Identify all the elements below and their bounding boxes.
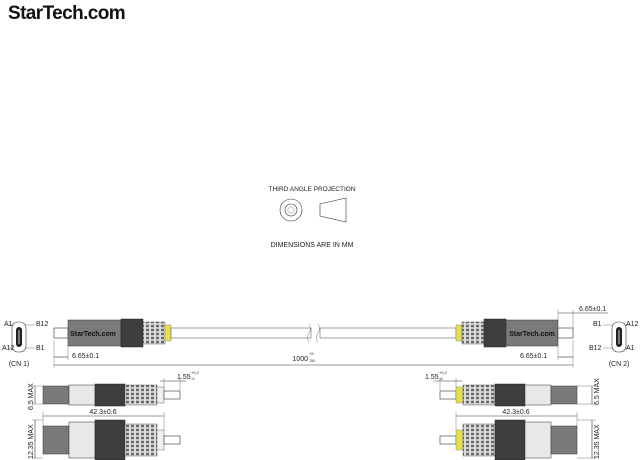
- right-plug-brand: StarTech.com: [509, 331, 555, 338]
- cn1-pin-a12: A12: [2, 345, 15, 352]
- dim-width-right: 12.35 MAX: [594, 424, 601, 459]
- dim-step-left-tol-lower: -0: [191, 376, 195, 381]
- left-plug-assembly: [53, 318, 172, 348]
- cn1-face-view: [8, 321, 35, 353]
- cn2-face-view: [603, 321, 630, 353]
- dim-plug-length-left: 6.65±0.1: [72, 353, 99, 360]
- cn2-pin-b1: B1: [593, 321, 602, 328]
- cn1-label: (CN 1): [9, 361, 30, 368]
- dim-step-right: 1.55: [425, 374, 439, 381]
- projection-cone-icon: [319, 197, 347, 223]
- dim-cable-length: 1000: [292, 356, 308, 363]
- cn1-pin-a1: A1: [4, 321, 13, 328]
- dim-thickness-left: 6.5 MAX: [28, 383, 35, 410]
- dim-step-right-tol-lower: -0: [439, 376, 443, 381]
- units-note: DIMENSIONS ARE IN MM: [271, 242, 354, 249]
- cn2-pin-a1: A1: [626, 345, 635, 352]
- cn1-pin-b12: B12: [36, 321, 49, 328]
- projection-title: THIRD ANGLE PROJECTION: [268, 186, 355, 193]
- left-front-view: [32, 412, 181, 460]
- dim-width-left: 12.35 MAX: [28, 424, 35, 459]
- cn2-pin-b12: B12: [589, 345, 602, 352]
- dim-step-right-tol-upper: +0.2: [439, 370, 448, 375]
- dim-cable-length-tol-lower: -50: [309, 358, 316, 363]
- right-top-view: [434, 378, 596, 407]
- main-dimension-lines: [53, 310, 608, 368]
- left-plug-brand: StarTech.com: [70, 331, 116, 338]
- cable: [170, 323, 457, 343]
- right-front-view: [439, 412, 596, 460]
- dim-cable-length-tol-upper: +5: [309, 351, 314, 356]
- dim-thickness-right: 6.5 MAX: [594, 378, 601, 405]
- left-top-view: [32, 378, 186, 407]
- cn2-pin-a12: A12: [626, 321, 639, 328]
- dim-plug-length-right-top: 6.65±0.1: [579, 306, 606, 313]
- projection-circle-icon: [279, 198, 303, 222]
- dim-plug-length-right-bottom: 6.65±0.1: [520, 353, 547, 360]
- svg-text:StarTech.com: StarTech.com: [8, 3, 125, 24]
- right-plug-assembly: [455, 318, 574, 348]
- dim-overmold-right: 42.3±0.6: [502, 409, 529, 416]
- dim-overmold-left: 42.3±0.6: [89, 409, 116, 416]
- dim-step-left: 1.55: [177, 374, 191, 381]
- cn1-pin-b1: B1: [36, 345, 45, 352]
- cn2-label: (CN 2): [609, 361, 630, 368]
- dim-step-left-tol-upper: +0.2: [191, 370, 200, 375]
- startech-logo: StarTech.com: [8, 3, 126, 24]
